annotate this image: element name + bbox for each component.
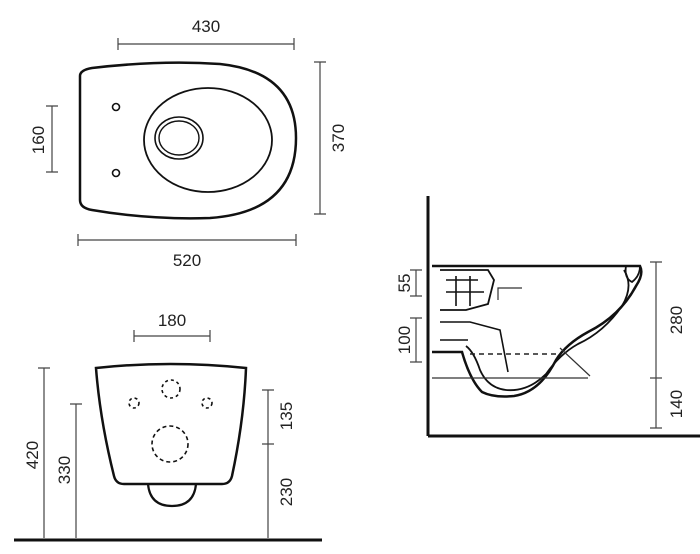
bowl-opening-top xyxy=(154,116,204,160)
rim-detail-side xyxy=(440,265,641,311)
dimension-hole-spacing: 160 xyxy=(29,105,58,173)
dimension-height-total-front: 420 xyxy=(23,367,50,538)
bowl-outline-top xyxy=(78,61,298,220)
outlet-detail xyxy=(440,321,509,373)
bowl-outline-front xyxy=(94,362,248,486)
dimension-label-135: 135 xyxy=(277,402,296,430)
dimension-label-230: 230 xyxy=(277,478,296,506)
dimension-label-140: 140 xyxy=(667,390,686,418)
dimension-label-420: 420 xyxy=(23,441,42,469)
fixing-hole-left xyxy=(128,397,140,409)
bowl-inner-side xyxy=(465,269,630,392)
dimension-label-370: 370 xyxy=(329,124,348,152)
dimension-right-stack: 135 230 xyxy=(262,389,296,538)
dimension-inlet-height: 55 xyxy=(395,269,422,297)
bottom-edge-line xyxy=(432,347,591,379)
dimension-fixing-width: 180 xyxy=(133,311,211,342)
flush-marker xyxy=(497,287,522,300)
dimension-outlet-height: 100 xyxy=(395,317,422,363)
bowl-rim-top xyxy=(143,87,273,193)
dimension-label-280: 280 xyxy=(667,306,686,334)
fixing-hole-right xyxy=(201,397,213,409)
bowl-outlet-front xyxy=(146,483,198,508)
dimension-label-430: 430 xyxy=(192,17,220,36)
dimension-label-55: 55 xyxy=(395,274,414,293)
dimension-height-total-top: 370 xyxy=(314,61,348,215)
side-view: 55 100 280 140 xyxy=(395,196,700,438)
dimension-label-180: 180 xyxy=(158,311,186,330)
top-view: 430 160 370 520 xyxy=(29,17,348,270)
dimension-width-total: 520 xyxy=(77,234,297,270)
bowl-opening-inner xyxy=(158,120,200,156)
bowl-outline-side xyxy=(432,264,643,398)
inlet-detail xyxy=(446,276,484,306)
dimension-height-outlet: 330 xyxy=(55,403,82,538)
dimension-width-seat: 430 xyxy=(117,17,295,50)
dimension-label-520: 520 xyxy=(173,251,201,270)
front-view: 180 420 330 135 230 xyxy=(14,311,322,542)
dimension-label-330: 330 xyxy=(55,456,74,484)
seat-hole-lower xyxy=(111,168,121,178)
outlet-hole-front xyxy=(151,425,189,463)
dimension-label-100: 100 xyxy=(395,326,414,354)
seat-hole-upper xyxy=(111,102,121,112)
dimension-right-side: 280 140 xyxy=(650,261,686,429)
dimension-label-160: 160 xyxy=(29,126,48,154)
fixing-hole-top xyxy=(161,379,181,399)
